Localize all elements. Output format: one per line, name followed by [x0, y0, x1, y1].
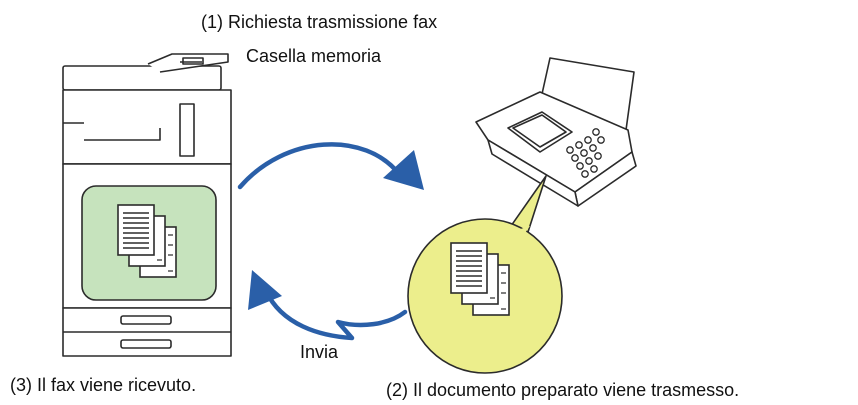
step3-label: (3) Il fax viene ricevuto. [10, 375, 197, 395]
send-arrow [248, 270, 408, 341]
send-label: Invia [300, 342, 339, 362]
step1-label: (1) Richiesta trasmissione fax [201, 12, 438, 32]
mailbox-label: Casella memoria [246, 46, 382, 66]
fax-machine-icon [475, 57, 637, 207]
step2-label: (2) Il documento preparato viene trasmes… [386, 380, 740, 400]
request-arrow [237, 142, 424, 190]
